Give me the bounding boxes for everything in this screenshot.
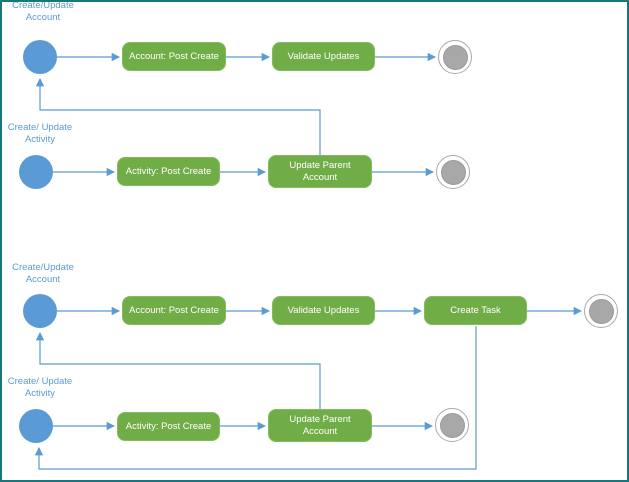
end-state-core <box>440 159 466 185</box>
end-state-account-f1 <box>438 40 472 74</box>
start-state-activity-f1 <box>19 155 53 189</box>
trigger-label-activity-f1: Create/ Update Activity <box>7 122 73 145</box>
task-node-activity-post-create-f1: Activity: Post Create <box>117 157 220 186</box>
task-node-account-post-create-f1: Account: Post Create <box>122 42 226 71</box>
task-node-update-parent-account-f1: Update Parent Account <box>268 155 372 188</box>
connector-f1-update-parent-to-account-start <box>35 77 321 155</box>
task-node-account-post-create-f2: Account: Post Create <box>122 296 226 325</box>
trigger-label-account-f1: Create/Update Account <box>12 0 74 23</box>
end-state-activity-f1 <box>436 155 470 189</box>
start-state-account-f2 <box>23 294 57 328</box>
end-state-activity-f2 <box>435 408 469 442</box>
start-state-account-f1 <box>23 40 57 74</box>
trigger-label-account-f2: Create/Update Account <box>12 262 74 285</box>
task-node-validate-updates-f1: Validate Updates <box>272 42 375 71</box>
task-node-activity-post-create-f2: Activity: Post Create <box>117 412 220 441</box>
end-state-core <box>442 44 468 70</box>
connector-f2-update-parent-to-account-start <box>35 331 321 409</box>
connector-f2-create-task-to-activity-start <box>34 326 477 470</box>
task-node-validate-updates-f2: Validate Updates <box>272 296 375 325</box>
end-state-account-f2 <box>584 294 618 328</box>
end-state-core <box>588 298 614 324</box>
start-state-activity-f2 <box>19 409 53 443</box>
trigger-label-activity-f2: Create/ Update Activity <box>7 376 73 399</box>
task-node-update-parent-account-f2: Update Parent Account <box>268 409 372 442</box>
end-state-core <box>439 412 465 438</box>
task-node-create-task-f2: Create Task <box>424 296 527 325</box>
